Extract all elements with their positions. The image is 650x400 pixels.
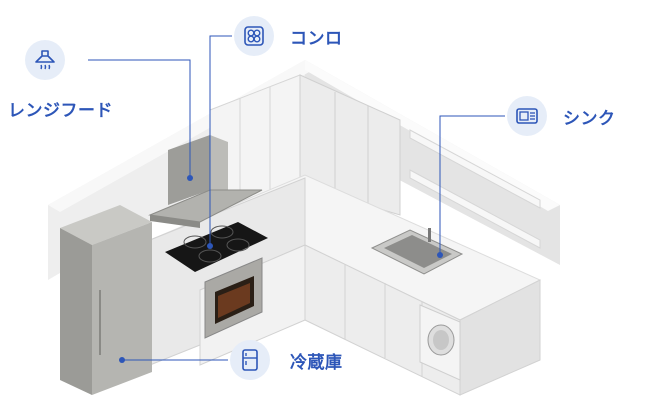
refrigerator-icon	[230, 340, 270, 380]
leader-dots	[119, 175, 443, 363]
leader-lines	[88, 35, 505, 361]
sink	[370, 228, 464, 275]
upper-cabinet-right	[299, 74, 401, 216]
stove-label: コンロ	[290, 29, 343, 49]
range-hood-label: レンジフード	[8, 101, 113, 121]
cooktop	[165, 222, 268, 272]
open-shelves	[409, 129, 541, 249]
sink-label: シンク	[563, 109, 616, 129]
refrigerator-label: 冷蔵庫	[290, 353, 343, 373]
range-hood-icon	[25, 40, 65, 80]
sink-icon	[507, 96, 547, 136]
oven	[204, 257, 263, 339]
right-wall-edge	[305, 60, 560, 211]
refrigerator	[60, 205, 152, 395]
range-hood	[148, 135, 263, 228]
washing-machine	[419, 304, 461, 381]
stove-icon	[234, 16, 274, 56]
